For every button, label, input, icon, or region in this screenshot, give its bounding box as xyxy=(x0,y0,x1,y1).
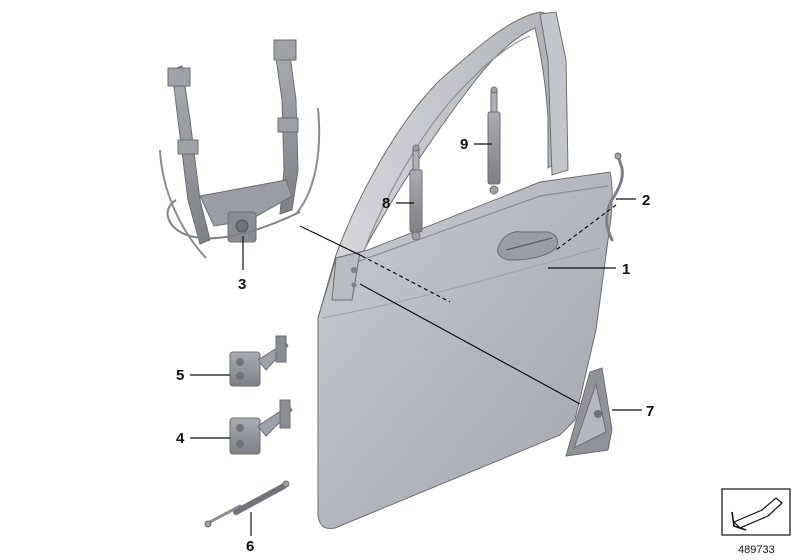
door-check-5 xyxy=(229,335,289,387)
callout-4: 4 xyxy=(176,430,185,447)
reference-number: 489733 xyxy=(738,544,775,556)
callout-9: 9 xyxy=(460,136,468,153)
callout-8: 8 xyxy=(382,195,390,212)
door-hinge-4 xyxy=(229,399,293,455)
callout-labels: 1 2 3 4 5 6 7 8 9 xyxy=(176,136,654,555)
mirror-triangle-7 xyxy=(565,367,613,457)
reference-box: 489733 xyxy=(721,488,791,556)
callout-7: 7 xyxy=(646,403,654,420)
leader-lines xyxy=(190,143,642,536)
arrow-icon xyxy=(731,497,783,531)
callout-5: 5 xyxy=(176,367,184,384)
callout-2: 2 xyxy=(642,192,650,209)
gas-strut-8 xyxy=(409,144,423,241)
gas-strut-9 xyxy=(487,86,501,195)
callout-3: 3 xyxy=(238,276,246,293)
door-stay-6 xyxy=(204,480,290,528)
callout-1: 1 xyxy=(622,261,630,278)
window-regulator xyxy=(159,39,321,259)
callout-6: 6 xyxy=(246,538,254,555)
door-shell xyxy=(317,11,613,529)
door-cable-part xyxy=(605,152,624,242)
